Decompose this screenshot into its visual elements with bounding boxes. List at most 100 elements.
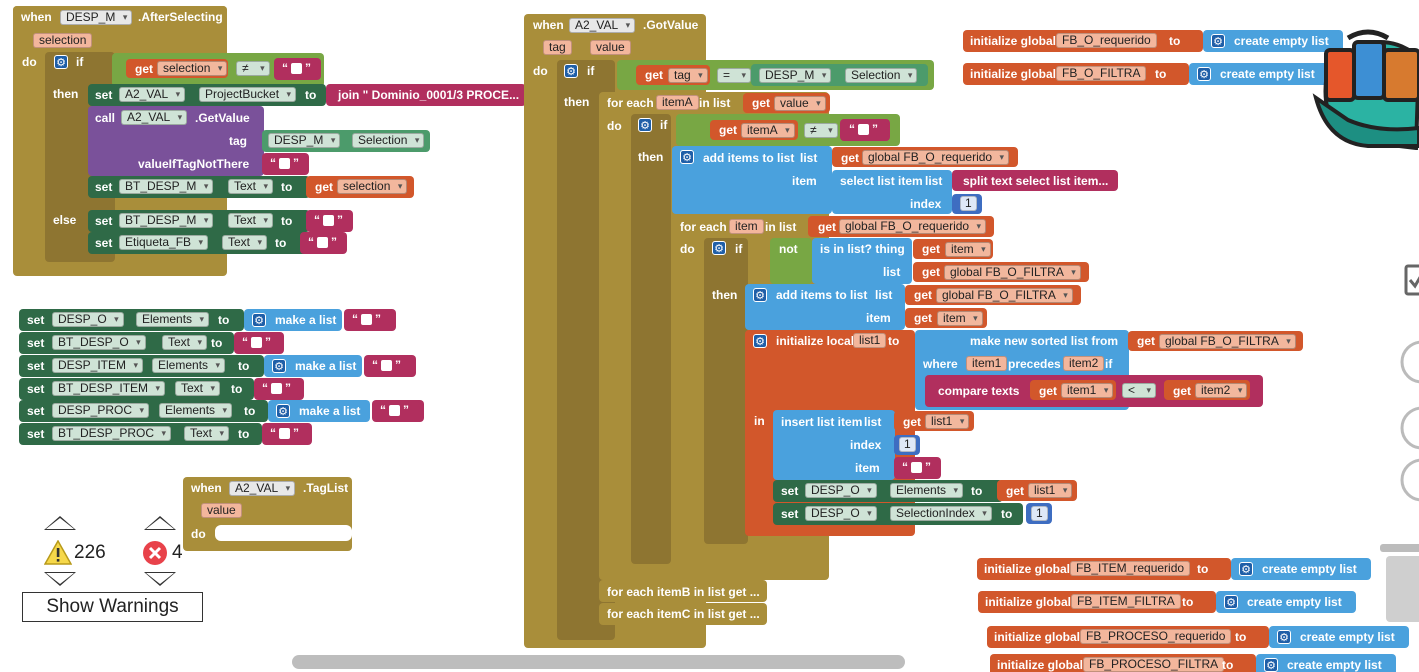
global-name-field[interactable]: FB_ITEM_requerido <box>1070 561 1191 576</box>
compare-op-dropdown[interactable]: = <box>717 68 752 83</box>
mutator-gear-icon[interactable]: ⚙ <box>753 334 767 348</box>
set-component-dropdown[interactable]: DESP_O <box>805 483 877 498</box>
set-property-dropdown[interactable]: ProjectBucket <box>199 87 297 102</box>
var-item2[interactable]: item2 <box>1063 356 1105 371</box>
mutator-gear-icon[interactable]: ⚙ <box>276 404 290 418</box>
get-global-dropdown[interactable]: global FB_O_requerido <box>839 219 987 234</box>
get-global-dropdown[interactable]: global FB_O_FILTRA <box>1159 334 1296 349</box>
set-property-dropdown[interactable]: Text <box>222 235 268 250</box>
global-name-field[interactable]: FB_PROCESO_requerido <box>1080 629 1232 644</box>
warning-prev-arrow-icon[interactable] <box>44 516 76 530</box>
desp-m-dropdown[interactable]: DESP_M <box>759 68 832 83</box>
selection-dropdown[interactable]: Selection <box>845 68 918 83</box>
get-global-dropdown[interactable]: global FB_O_requerido <box>862 150 1010 165</box>
component-dropdown[interactable]: DESP_M <box>60 10 133 25</box>
set-property-dropdown[interactable]: Elements <box>152 358 226 373</box>
backpack-icon[interactable] <box>1308 28 1419 150</box>
param-value[interactable]: value <box>590 40 631 55</box>
set-component-dropdown[interactable]: BT_DESP_O <box>52 335 146 350</box>
get-value-dropdown[interactable]: value <box>774 96 826 111</box>
set-property-dropdown[interactable]: Text <box>184 426 230 441</box>
set-component-dropdown[interactable]: DESP_O <box>805 506 877 521</box>
mutator-gear-icon[interactable]: ⚙ <box>272 359 286 373</box>
get-item-dropdown[interactable]: item <box>945 242 991 257</box>
set-property-dropdown[interactable]: Elements <box>890 483 964 498</box>
tag-component-dropdown[interactable]: DESP_M <box>268 133 341 148</box>
tag-property-dropdown[interactable]: Selection <box>352 133 425 148</box>
warning-next-arrow-icon[interactable] <box>44 572 76 586</box>
mutator-gear-icon[interactable]: ⚙ <box>564 64 578 78</box>
mutator-gear-icon[interactable]: ⚙ <box>638 118 652 132</box>
set-property-dropdown[interactable]: Elements <box>159 403 233 418</box>
set-property-dropdown[interactable]: Text <box>228 179 274 194</box>
component-dropdown[interactable]: A2_VAL <box>229 481 296 496</box>
create-empty-list-icon[interactable]: ⚙ <box>1211 34 1225 48</box>
set-component-dropdown[interactable]: DESP_PROC <box>52 403 150 418</box>
loop-var-item[interactable]: item <box>729 219 764 234</box>
set-component-dropdown[interactable]: Etiqueta_FB <box>119 235 209 250</box>
trash-icon[interactable] <box>1380 538 1419 624</box>
get-global-dropdown[interactable]: global FB_O_FILTRA <box>936 288 1073 303</box>
zoom-controls-icon[interactable] <box>1398 262 1419 502</box>
local-var-list1[interactable]: list1 <box>853 333 887 348</box>
var-item1[interactable]: item1 <box>966 356 1008 371</box>
global-name-field[interactable]: FB_O_requerido <box>1056 33 1157 48</box>
param-value[interactable]: value <box>201 503 242 518</box>
collapsed-for-each-itemC[interactable]: for each itemC in list get ... <box>607 607 760 621</box>
call-component-dropdown[interactable]: A2_VAL <box>121 110 188 125</box>
set-component-dropdown[interactable]: BT_DESP_PROC <box>52 426 172 441</box>
global-name-field[interactable]: FB_PROCESO_FILTRA <box>1083 657 1225 672</box>
param-tag[interactable]: tag <box>543 40 572 55</box>
join-block[interactable]: join " Dominio_0001/3 PROCE... <box>338 88 520 102</box>
set-component-dropdown[interactable]: BT_DESP_ITEM <box>52 381 166 396</box>
mutator-gear-icon[interactable]: ⚙ <box>712 241 726 255</box>
set-component-dropdown[interactable]: DESP_O <box>52 312 124 327</box>
mutator-gear-icon[interactable]: ⚙ <box>54 55 68 69</box>
mutator-gear-icon[interactable]: ⚙ <box>680 150 694 164</box>
set-component-dropdown[interactable]: BT_DESP_M <box>119 179 214 194</box>
horizontal-scrollbar[interactable] <box>292 655 905 669</box>
split-text-block[interactable]: split text select list item... <box>963 174 1109 188</box>
set-property-dropdown[interactable]: Text <box>175 381 221 396</box>
create-empty-list-icon[interactable]: ⚙ <box>1197 67 1211 81</box>
mutator-gear-icon[interactable]: ⚙ <box>753 288 767 302</box>
index-number[interactable]: 1 <box>899 437 916 452</box>
error-next-arrow-icon[interactable] <box>144 572 176 586</box>
collapsed-for-each-itemB[interactable]: for each itemB in list get ... <box>607 585 760 599</box>
get-selection-dropdown[interactable]: selection <box>337 179 408 194</box>
create-empty-list-icon[interactable]: ⚙ <box>1239 562 1253 576</box>
set-component-dropdown[interactable]: BT_DESP_M <box>119 213 214 228</box>
mutator-gear-icon[interactable]: ⚙ <box>252 313 266 327</box>
value-number[interactable]: 1 <box>1031 506 1048 521</box>
get-tag-dropdown[interactable]: tag <box>668 68 708 83</box>
get-selection-dropdown[interactable]: selection <box>157 61 228 76</box>
compare-op-dropdown[interactable]: ≠ <box>236 61 270 76</box>
component-dropdown[interactable]: A2_VAL <box>569 18 636 33</box>
global-name-field[interactable]: FB_O_FILTRA <box>1056 66 1147 81</box>
compare-op-dropdown[interactable]: < <box>1122 383 1157 398</box>
loop-var-itemA[interactable]: itemA <box>656 95 699 110</box>
set-component-dropdown[interactable]: DESP_ITEM <box>52 358 144 373</box>
get-item-dropdown[interactable]: item <box>937 311 983 326</box>
set-property-dropdown[interactable]: Elements <box>136 312 210 327</box>
index-number[interactable]: 1 <box>960 196 977 211</box>
get-list1-dropdown[interactable]: list1 <box>1028 483 1073 498</box>
create-empty-list-icon[interactable]: ⚙ <box>1277 630 1291 644</box>
set-component-dropdown[interactable]: A2_VAL <box>119 87 186 102</box>
create-empty-list-icon[interactable]: ⚙ <box>1264 658 1278 672</box>
set-property-dropdown[interactable]: Text <box>228 213 274 228</box>
show-warnings-button[interactable]: Show Warnings <box>22 592 203 622</box>
get-item2-dropdown[interactable]: item2 <box>1195 383 1248 398</box>
get-list1-dropdown[interactable]: list1 <box>925 414 970 429</box>
set-property-dropdown[interactable]: Text <box>162 335 208 350</box>
get-item1-dropdown[interactable]: item1 <box>1061 383 1114 398</box>
global-name-field[interactable]: FB_ITEM_FILTRA <box>1071 594 1181 609</box>
set-property-dropdown[interactable]: SelectionIndex <box>890 506 992 521</box>
error-prev-arrow-icon[interactable] <box>144 516 176 530</box>
param-selection[interactable]: selection <box>33 33 93 48</box>
create-empty-list-icon[interactable]: ⚙ <box>1224 595 1238 609</box>
compare-op-dropdown[interactable]: ≠ <box>804 123 838 138</box>
get-global-dropdown[interactable]: global FB_O_FILTRA <box>944 265 1081 280</box>
get-itemA-dropdown[interactable]: itemA <box>741 123 795 138</box>
